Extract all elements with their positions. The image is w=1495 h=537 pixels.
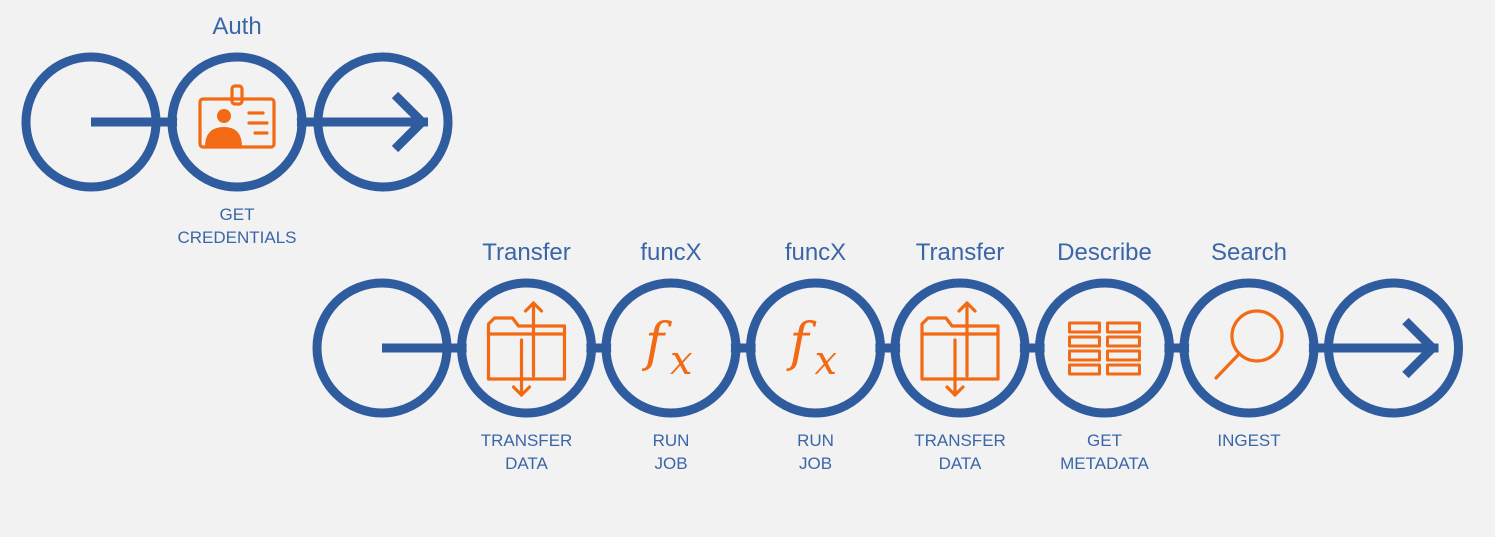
transfer-folder-icon [920, 301, 1000, 397]
step-fill [611, 288, 731, 408]
step-caption-line: RUN [797, 431, 834, 450]
step-title: Transfer [916, 239, 1004, 266]
magnifier-icon [1214, 309, 1284, 380]
step-caption-line: JOB [799, 454, 832, 473]
step-caption-line: TRANSFER [481, 431, 573, 450]
arrow-right-icon [1402, 317, 1439, 379]
step-title: Auth [212, 13, 261, 40]
metadata-grid-icon [1068, 321, 1141, 376]
svg-text:x: x [815, 338, 838, 384]
step-caption-line: METADATA [1060, 454, 1149, 473]
step-title: funcX [640, 239, 701, 266]
step-caption-line: CREDENTIALS [177, 228, 296, 247]
step-fill [177, 62, 297, 182]
step-title: funcX [785, 239, 846, 266]
step-fill [755, 288, 876, 408]
step-fill [1189, 288, 1309, 408]
step-caption-line: DATA [505, 454, 548, 473]
step-caption-line: RUN [653, 431, 690, 450]
step-fill [1044, 288, 1165, 408]
step-title: Describe [1057, 239, 1152, 266]
id-card-icon [198, 84, 276, 149]
step-caption-line: INGEST [1217, 431, 1280, 450]
svg-text:x: x [670, 338, 693, 384]
transfer-folder-icon [486, 301, 567, 397]
step-caption-line: TRANSFER [914, 431, 1006, 450]
step-caption-line: GET [220, 205, 255, 224]
arrow-right-icon [391, 91, 429, 153]
step-title: Search [1211, 239, 1287, 266]
step-title: Transfer [482, 239, 570, 266]
step-caption-line: GET [1087, 431, 1122, 450]
step-caption-line: JOB [654, 454, 687, 473]
step-caption-line: DATA [939, 454, 982, 473]
